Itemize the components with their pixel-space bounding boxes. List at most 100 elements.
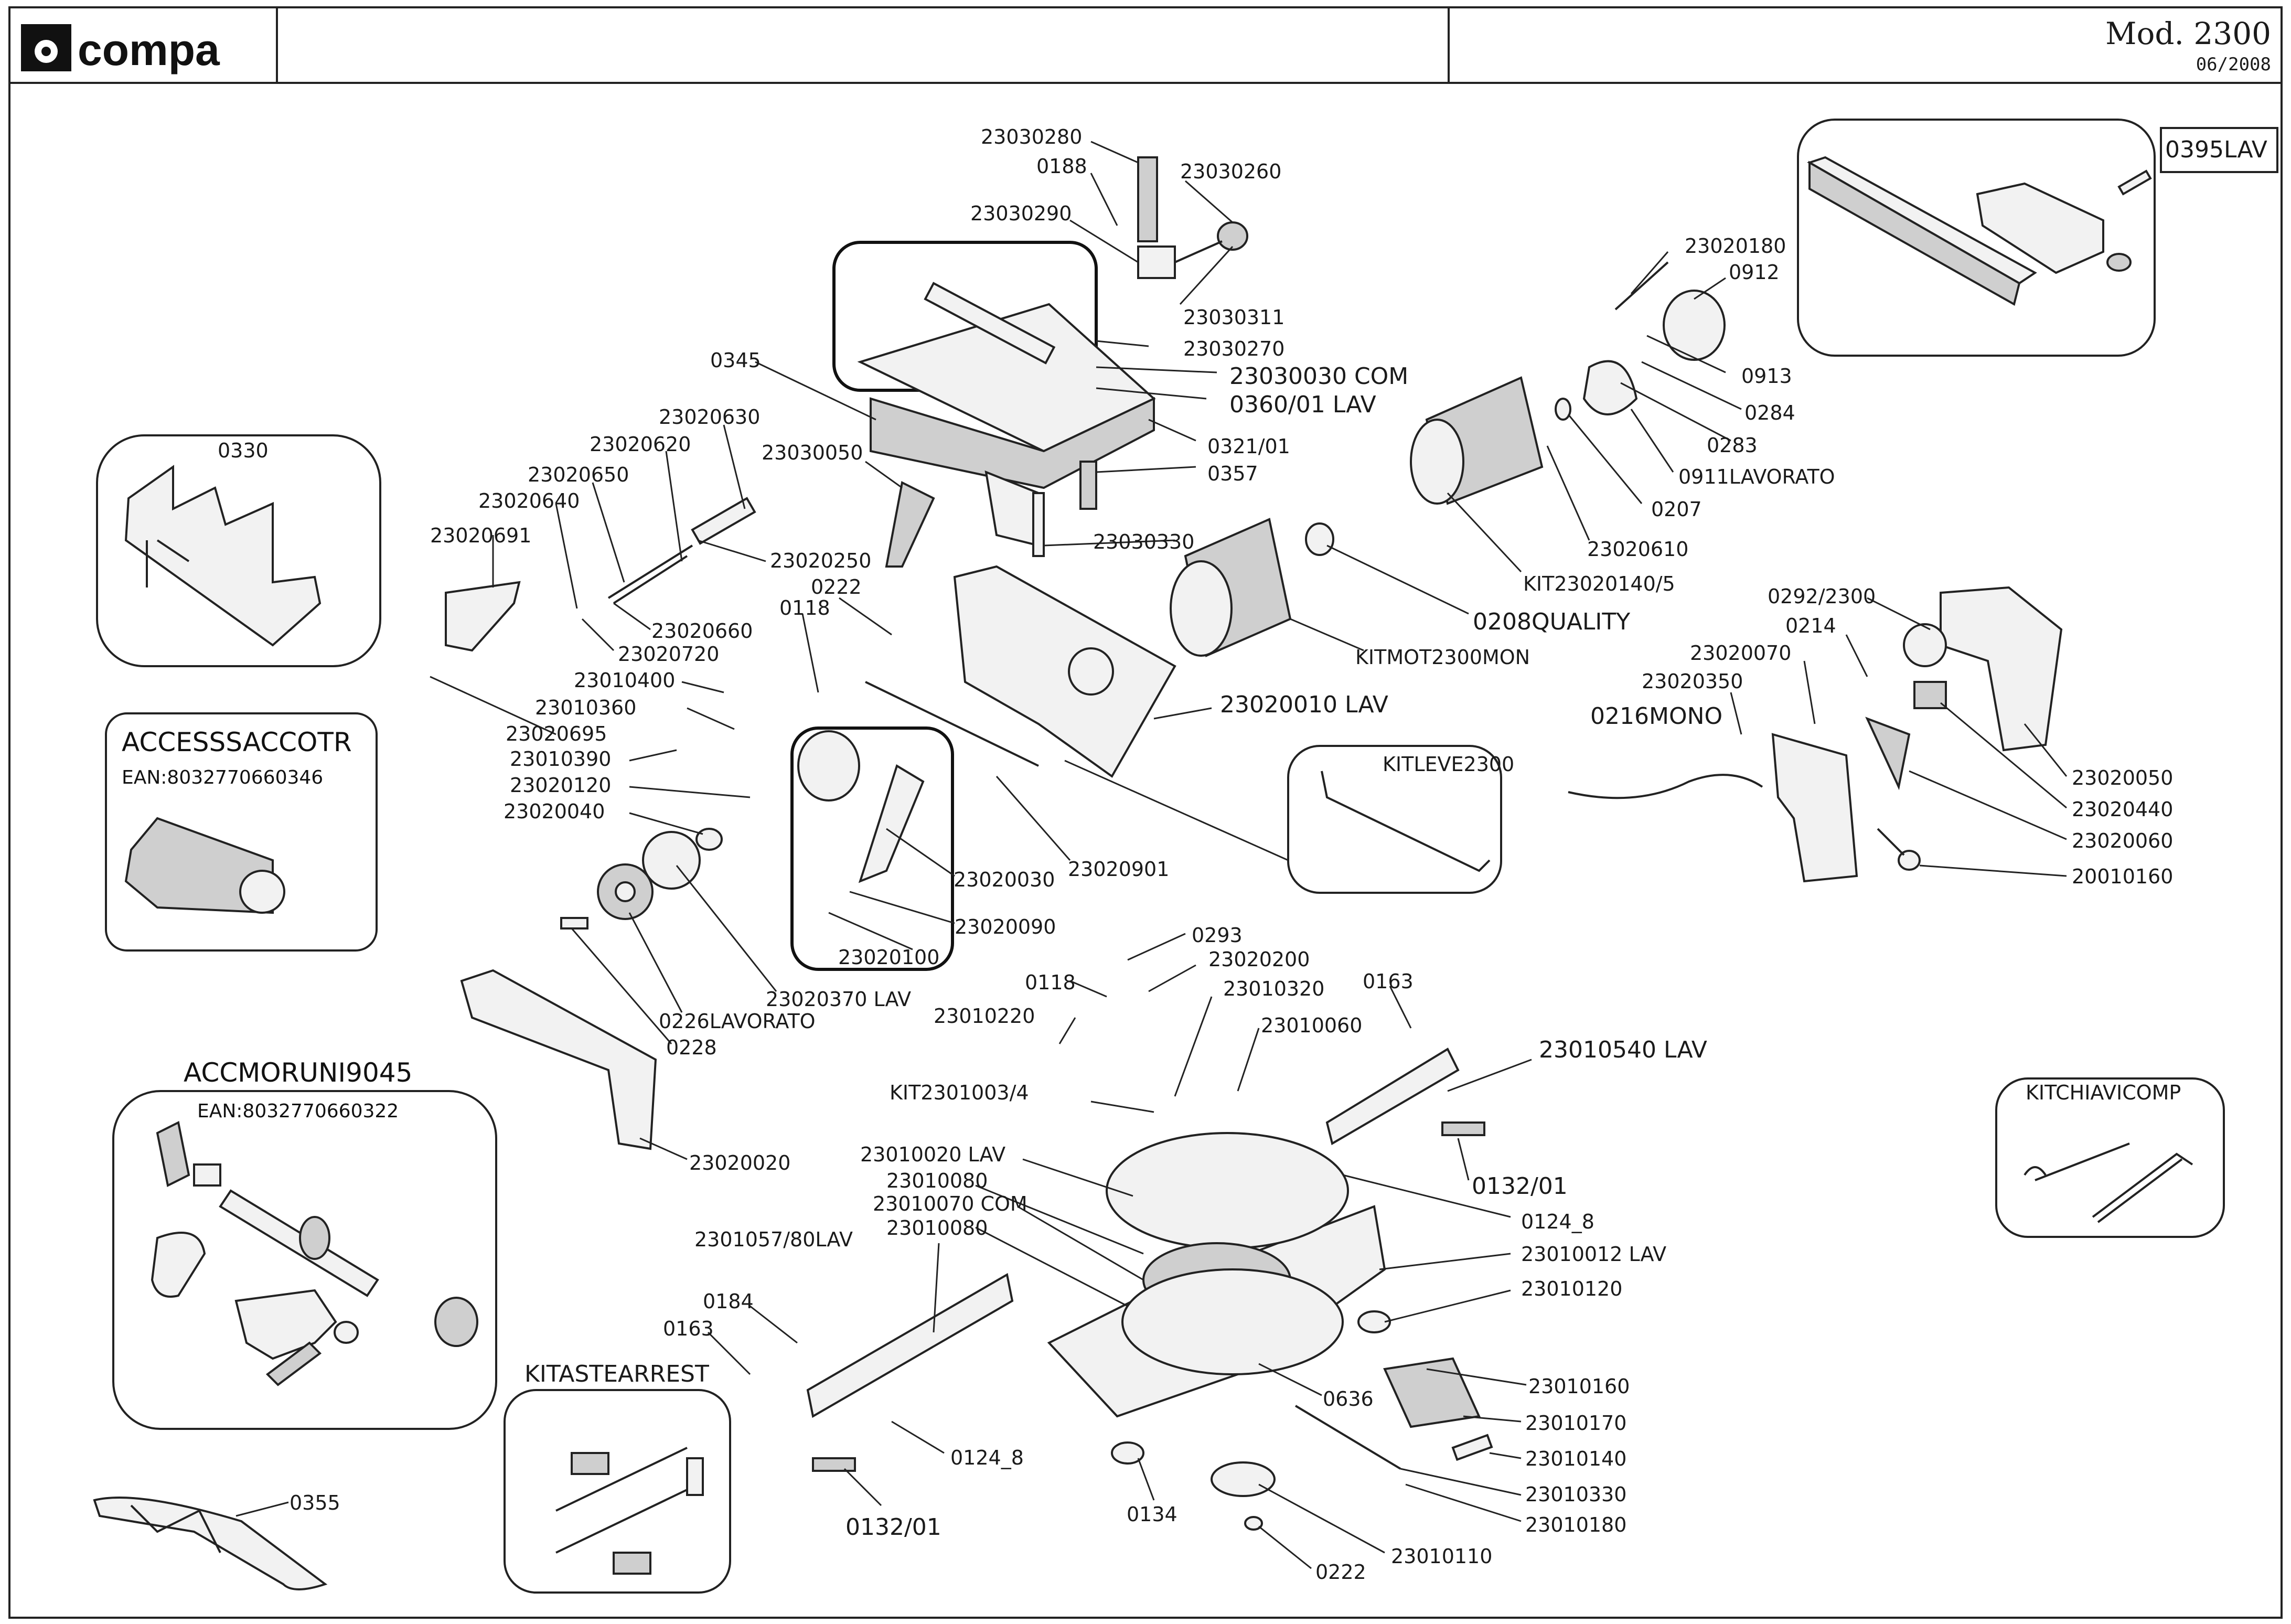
accmor-title: ACCMORUNI9045 bbox=[184, 1057, 412, 1088]
label-23030290: 23030290 bbox=[970, 202, 1072, 225]
brand-logo: compa bbox=[21, 24, 220, 74]
label-0222-top: 0222 bbox=[811, 575, 862, 599]
label-23010360: 23010360 bbox=[535, 696, 636, 719]
part-dust-bag-mouth bbox=[239, 870, 285, 914]
part-23010140 bbox=[1451, 1434, 1493, 1461]
label-23020370: 23020370 LAV bbox=[766, 988, 911, 1011]
kitaste-title: KITASTEARREST bbox=[524, 1361, 709, 1387]
part-dust-bag bbox=[124, 817, 274, 914]
part-0355: 0355 bbox=[93, 1491, 340, 1590]
label-23020350: 23020350 bbox=[1642, 670, 1743, 693]
part-rod-23030330 bbox=[1032, 492, 1045, 557]
part-23020070-plate bbox=[1771, 733, 1858, 883]
label-0214: 0214 bbox=[1785, 614, 1836, 637]
label-23020120: 23020120 bbox=[510, 774, 611, 797]
label-23030270: 23030270 bbox=[1183, 337, 1284, 360]
label-23020901: 23020901 bbox=[1068, 858, 1169, 881]
part-clamp-knob bbox=[434, 1297, 478, 1347]
box-accmor: ACCMORUNI9045 EAN:8032770660322 bbox=[112, 1057, 497, 1430]
label-23020650: 23020650 bbox=[528, 463, 629, 486]
label-0345: 0345 bbox=[710, 349, 761, 372]
label-23030330: 23030330 bbox=[1093, 530, 1194, 553]
label-0118-mid: 0118 bbox=[1025, 971, 1076, 994]
label-0132-01-left: 0132/01 bbox=[845, 1514, 941, 1541]
part-0357-scale bbox=[1079, 461, 1097, 510]
label-23010390: 23010390 bbox=[510, 747, 611, 771]
label-23030280: 23030280 bbox=[981, 125, 1082, 148]
label-23020020: 23020020 bbox=[689, 1151, 790, 1174]
part-handle-knob bbox=[1903, 623, 1947, 667]
label-23010012: 23010012 LAV bbox=[1521, 1243, 1666, 1266]
box-kitastearrest: KITASTEARREST bbox=[504, 1361, 731, 1594]
assembly-guard bbox=[445, 481, 1176, 1150]
part-fence-side bbox=[1808, 161, 2021, 306]
label-0911lavorato: 0911LAVORATO bbox=[1678, 465, 1835, 488]
part-2301057-bar bbox=[806, 1273, 1014, 1418]
part-wrench bbox=[2024, 1142, 2130, 1181]
label-23020620: 23020620 bbox=[590, 433, 691, 456]
part-23020020 bbox=[460, 969, 657, 1150]
access-ean: EAN:8032770660346 bbox=[122, 767, 323, 788]
label-kit23020140: KIT23020140/5 bbox=[1523, 572, 1675, 595]
part-guard-23020010 bbox=[953, 565, 1176, 778]
label-0132-01-right: 0132/01 bbox=[1472, 1173, 1568, 1200]
label-23010220: 23010220 bbox=[934, 1005, 1035, 1028]
label-23010120: 23010120 bbox=[1521, 1277, 1622, 1300]
leader-lines bbox=[430, 141, 2068, 1569]
part-hex-key bbox=[2092, 1152, 2193, 1223]
label-kit2301003: KIT2301003/4 bbox=[890, 1081, 1029, 1104]
label-23030030: 23030030 COM bbox=[1229, 363, 1408, 390]
part-clamp-block bbox=[193, 1163, 221, 1187]
assembly-table bbox=[832, 156, 1248, 557]
part-labels: 23030280 0188 23030260 23030290 23030311… bbox=[430, 125, 2173, 1584]
assembly-base bbox=[806, 1048, 1493, 1531]
part-stop-rod2 bbox=[555, 1489, 688, 1554]
label-23010170: 23010170 bbox=[1525, 1412, 1626, 1435]
label-20010160: 20010160 bbox=[2072, 865, 2173, 888]
label-23010140: 23010140 bbox=[1525, 1447, 1626, 1470]
label-23020070: 23020070 bbox=[1690, 642, 1791, 665]
label-0118-top: 0118 bbox=[779, 596, 830, 619]
label-0228: 0228 bbox=[666, 1036, 717, 1059]
label-0163-bottom: 0163 bbox=[663, 1317, 714, 1340]
part-20010160-bolt bbox=[1898, 850, 1921, 871]
label-kitmot2300mon: KITMOT2300MON bbox=[1355, 646, 1530, 669]
label-23030050: 23030050 bbox=[762, 441, 863, 464]
label-0357: 0357 bbox=[1207, 462, 1258, 485]
label-23010080-a: 23010080 bbox=[886, 1169, 988, 1192]
label-23020180: 23020180 bbox=[1685, 234, 1786, 258]
part-23020630 bbox=[691, 497, 756, 545]
label-0207: 0207 bbox=[1651, 498, 1702, 521]
part-handle-23020050 bbox=[1940, 586, 2063, 752]
label-23020691: 23020691 bbox=[430, 524, 531, 547]
label-23010080-b: 23010080 bbox=[886, 1216, 988, 1240]
part-guard-0912 bbox=[1663, 290, 1726, 361]
part-23020370-flange bbox=[642, 831, 701, 890]
part-clamp-arm bbox=[151, 1232, 206, 1298]
part-stop-block bbox=[571, 1452, 609, 1475]
label-23020030: 23020030 bbox=[954, 868, 1055, 891]
part-clamp-bar bbox=[219, 1189, 379, 1297]
label-23020720: 23020720 bbox=[618, 643, 719, 666]
accmor-ean: EAN:8032770660322 bbox=[197, 1101, 399, 1122]
part-23030280 bbox=[1137, 156, 1158, 242]
kitleve-title: KITLEVE2300 bbox=[1383, 753, 1514, 776]
part-table-23010080 bbox=[1121, 1268, 1344, 1375]
box-0330-label: 0330 bbox=[218, 439, 269, 462]
drawing-frame bbox=[8, 6, 2283, 1619]
label-23010320: 23010320 bbox=[1223, 977, 1324, 1000]
part-spring bbox=[607, 544, 693, 604]
part-bearing-0208 bbox=[1305, 522, 1334, 556]
part-fence-knob bbox=[2106, 253, 2132, 272]
part-0216-cable bbox=[1568, 774, 1763, 799]
part-clamp-nut bbox=[334, 1321, 359, 1344]
part-0134-foot bbox=[1111, 1441, 1144, 1465]
label-23030260: 23030260 bbox=[1180, 160, 1281, 183]
part-23020040 bbox=[695, 828, 723, 851]
part-0228 bbox=[560, 917, 588, 929]
label-23010110: 23010110 bbox=[1391, 1545, 1492, 1568]
part-motor-end bbox=[1410, 419, 1464, 505]
part-23030050 bbox=[885, 481, 935, 568]
label-23010060: 23010060 bbox=[1261, 1014, 1362, 1037]
label-0222-bottom: 0222 bbox=[1315, 1561, 1366, 1584]
